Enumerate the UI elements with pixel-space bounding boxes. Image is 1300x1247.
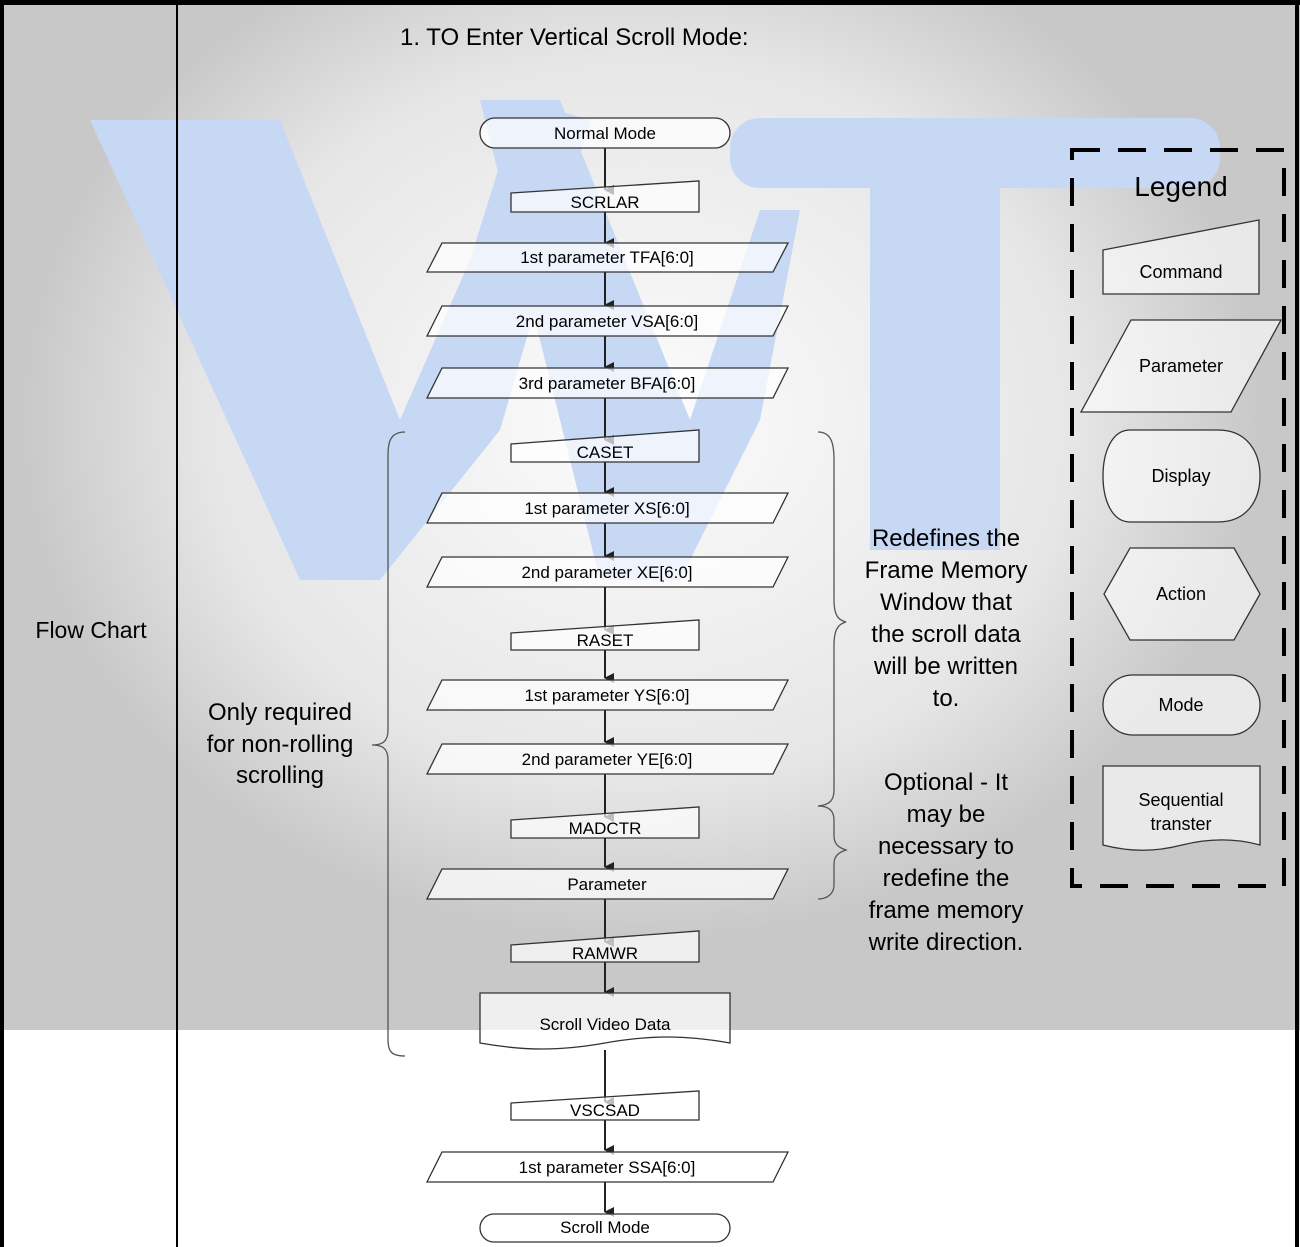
legend-command-label: Command (1139, 262, 1222, 282)
scroll-mode-terminal (479, 1213, 731, 1243)
legend-parameter-label: Parameter (1139, 356, 1223, 376)
legend-title: Legend (1134, 171, 1227, 202)
legend-action-label: Action (1156, 584, 1206, 604)
vsa-label: 2nd parameter VSA[6:0] (516, 312, 698, 331)
raset-command-box (510, 619, 700, 651)
note-optional-line-4: redefine the (883, 865, 1010, 892)
legend-parameter-shape (1079, 319, 1283, 413)
note-optional-line-3: necessary to (878, 833, 1014, 860)
legend-sequential-shape (1102, 765, 1261, 851)
scroll-mode-label: Scroll Mode (560, 1218, 650, 1237)
scrlar-command-box (510, 180, 700, 213)
legend-action-shape (1103, 547, 1261, 641)
braces (371, 431, 849, 1057)
xe-parameter-box (425, 556, 790, 588)
note-only-required-line-3: scrolling (236, 762, 324, 789)
scroll-data-box (479, 992, 731, 1050)
left-brace (371, 431, 406, 1057)
note-redefines-line-5: will be written (873, 653, 1018, 680)
tfa-parameter-box (425, 242, 790, 273)
ramwr-label: RAMWR (572, 944, 638, 963)
note-optional-line-5: frame memory (869, 897, 1024, 924)
row-label: Flow Chart (35, 617, 147, 643)
note-only-required-line-2: for non-rolling (207, 731, 354, 758)
bfa-label: 3rd parameter BFA[6:0] (519, 374, 696, 393)
note-redefines-line-4: the scroll data (871, 621, 1021, 648)
caset-command-box (510, 429, 700, 463)
madctr-parameter-label: Parameter (567, 875, 647, 894)
tfa-label: 1st parameter TFA[6:0] (520, 248, 694, 267)
xs-label: 1st parameter XS[6:0] (524, 499, 689, 518)
scroll-data-label: Scroll Video Data (539, 1015, 671, 1034)
legend-mode-label: Mode (1158, 695, 1203, 715)
note-redefines-line-6: to. (933, 685, 960, 712)
vscsad-label: VSCSAD (570, 1101, 640, 1120)
madctr-command-box (510, 806, 700, 839)
note-optional-line-6: write direction. (868, 929, 1024, 956)
right-brace-lower (817, 805, 849, 900)
ye-parameter-box (425, 743, 790, 775)
right-brace-upper (817, 431, 847, 807)
section-heading: 1. TO Enter Vertical Scroll Mode: (400, 24, 749, 51)
bfa-parameter-box (425, 367, 790, 399)
ys-parameter-box (425, 679, 790, 711)
raset-label: RASET (577, 631, 634, 650)
caset-label: CASET (577, 443, 634, 462)
note-redefines-line-1: Redefines the (872, 525, 1020, 552)
note-optional-line-1: Optional - It (884, 769, 1008, 796)
watermark-logo (90, 100, 1220, 580)
madctr-label: MADCTR (569, 819, 642, 838)
vsa-parameter-box (425, 305, 790, 337)
ssa-label: 1st parameter SSA[6:0] (519, 1158, 696, 1177)
legend-display-label: Display (1151, 466, 1210, 486)
legend-border (1070, 148, 1286, 888)
note-optional-line-2: may be (907, 801, 986, 828)
normal-mode-label: Normal Mode (554, 124, 656, 143)
legend: Legend Command Parameter Display Action … (1070, 148, 1286, 888)
legend-sequential-label-line-2: transter (1150, 814, 1211, 834)
xe-label: 2nd parameter XE[6:0] (521, 563, 692, 582)
ye-label: 2nd parameter YE[6:0] (522, 750, 693, 769)
normal-mode-terminal (479, 117, 731, 149)
madctr-parameter-box (425, 868, 790, 900)
note-redefines-line-3: Window that (880, 589, 1012, 616)
scrlar-label: SCRLAR (571, 193, 640, 212)
legend-mode-shape (1102, 674, 1261, 736)
xs-parameter-box (425, 492, 790, 524)
note-only-required-line-1: Only required (208, 699, 352, 726)
ssa-parameter-box (425, 1151, 790, 1183)
legend-sequential-label-line-1: Sequential (1138, 790, 1223, 810)
legend-command-shape (1102, 219, 1260, 295)
legend-display-shape (1102, 429, 1261, 523)
note-redefines-line-2: Frame Memory (865, 557, 1028, 584)
flow-shapes (425, 117, 790, 1243)
ramwr-command-box (510, 930, 700, 963)
ys-label: 1st parameter YS[6:0] (524, 686, 689, 705)
vscsad-command-box (510, 1090, 700, 1121)
